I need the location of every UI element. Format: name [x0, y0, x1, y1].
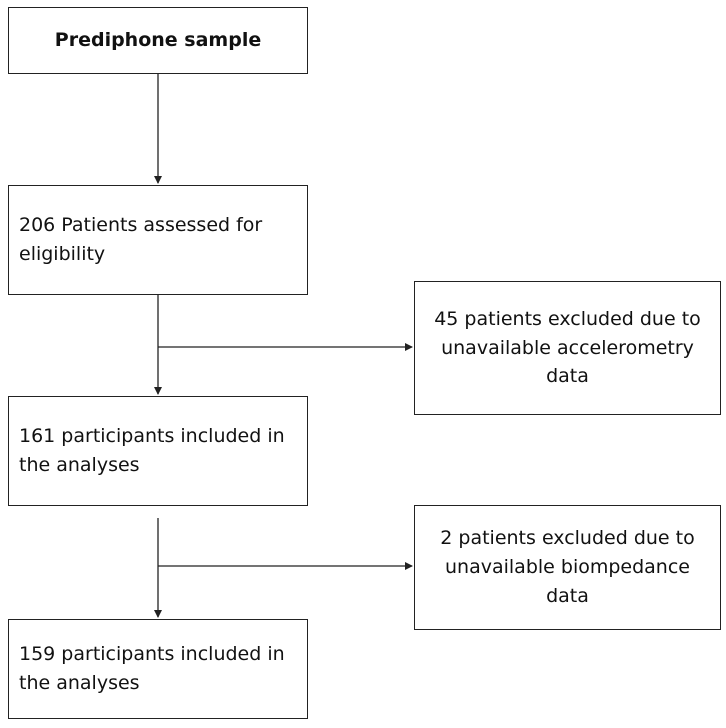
assessed-box: 206 Patients assessed for eligibility	[8, 185, 308, 295]
excluded-2-line-1: 2 patients excluded due to	[440, 527, 695, 550]
included-2-box: 159 participants included in the analyse…	[8, 619, 308, 719]
excluded-2-line-2: unavailable biompedance	[445, 556, 690, 579]
excluded-1-box: 45 patients excluded due to unavailable …	[414, 281, 721, 415]
excluded-1-line-1: 45 patients excluded due to	[434, 307, 701, 330]
excluded-1-line-2: unavailable accelerometry	[441, 336, 694, 359]
excluded-1-line-3: data	[546, 365, 589, 388]
excluded-2-line-3: data	[546, 584, 589, 607]
start-label: Prediphone sample	[54, 29, 262, 52]
included-1-line-1: 161 participants included in	[19, 425, 285, 448]
assessed-line-2: eligibility	[19, 243, 106, 265]
excluded-2-box: 2 patients excluded due to unavailable b…	[414, 505, 721, 630]
assessed-line-1: 206 Patients assessed for	[19, 214, 263, 237]
start-box: Prediphone sample	[8, 7, 308, 74]
included-2-line-2: the analyses	[19, 672, 140, 694]
included-1-box: 161 participants included in the analyse…	[8, 396, 308, 506]
included-1-line-2: the analyses	[19, 454, 140, 476]
included-2-line-1: 159 participants included in	[19, 643, 285, 666]
